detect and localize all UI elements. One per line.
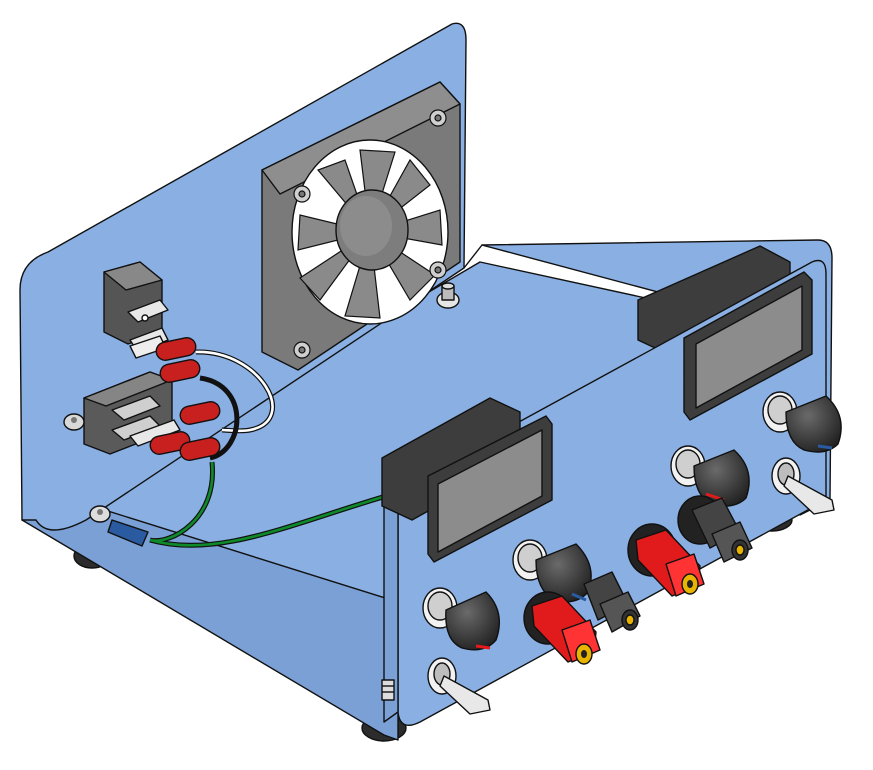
black-wire [199,375,240,461]
binding-post-black-right[interactable] [677,495,753,563]
spade-connector-2 [159,359,201,383]
display-right-screen [695,285,803,409]
fuse-holder [103,261,169,353]
ground-terminal [89,505,149,547]
display-left [381,397,553,563]
internal-wiring [149,349,401,548]
base-standoff-nut [436,282,460,309]
iec-inlet [63,371,181,455]
toggle-switch-icon [439,675,491,715]
spade-connector-3 [179,401,221,425]
binding-post-red-right[interactable] [627,523,705,597]
spade-connector-1 [129,335,197,361]
binding-post-red-left[interactable] [523,591,601,665]
display-left-screen [437,429,543,553]
fan-screws [293,109,447,359]
toggle-switch-right[interactable] [771,457,835,515]
knob-left-2[interactable] [512,539,641,633]
toggle-switch-left[interactable] [427,657,491,715]
cooling-fan [261,81,461,371]
spade-connector-5 [179,437,221,461]
knob-left-1[interactable] [422,587,500,651]
spade-connectors [129,335,221,461]
display-right [683,271,813,421]
iec-screw [63,413,85,431]
front-panel-screw [381,679,395,701]
knob-right-2[interactable] [762,391,842,453]
